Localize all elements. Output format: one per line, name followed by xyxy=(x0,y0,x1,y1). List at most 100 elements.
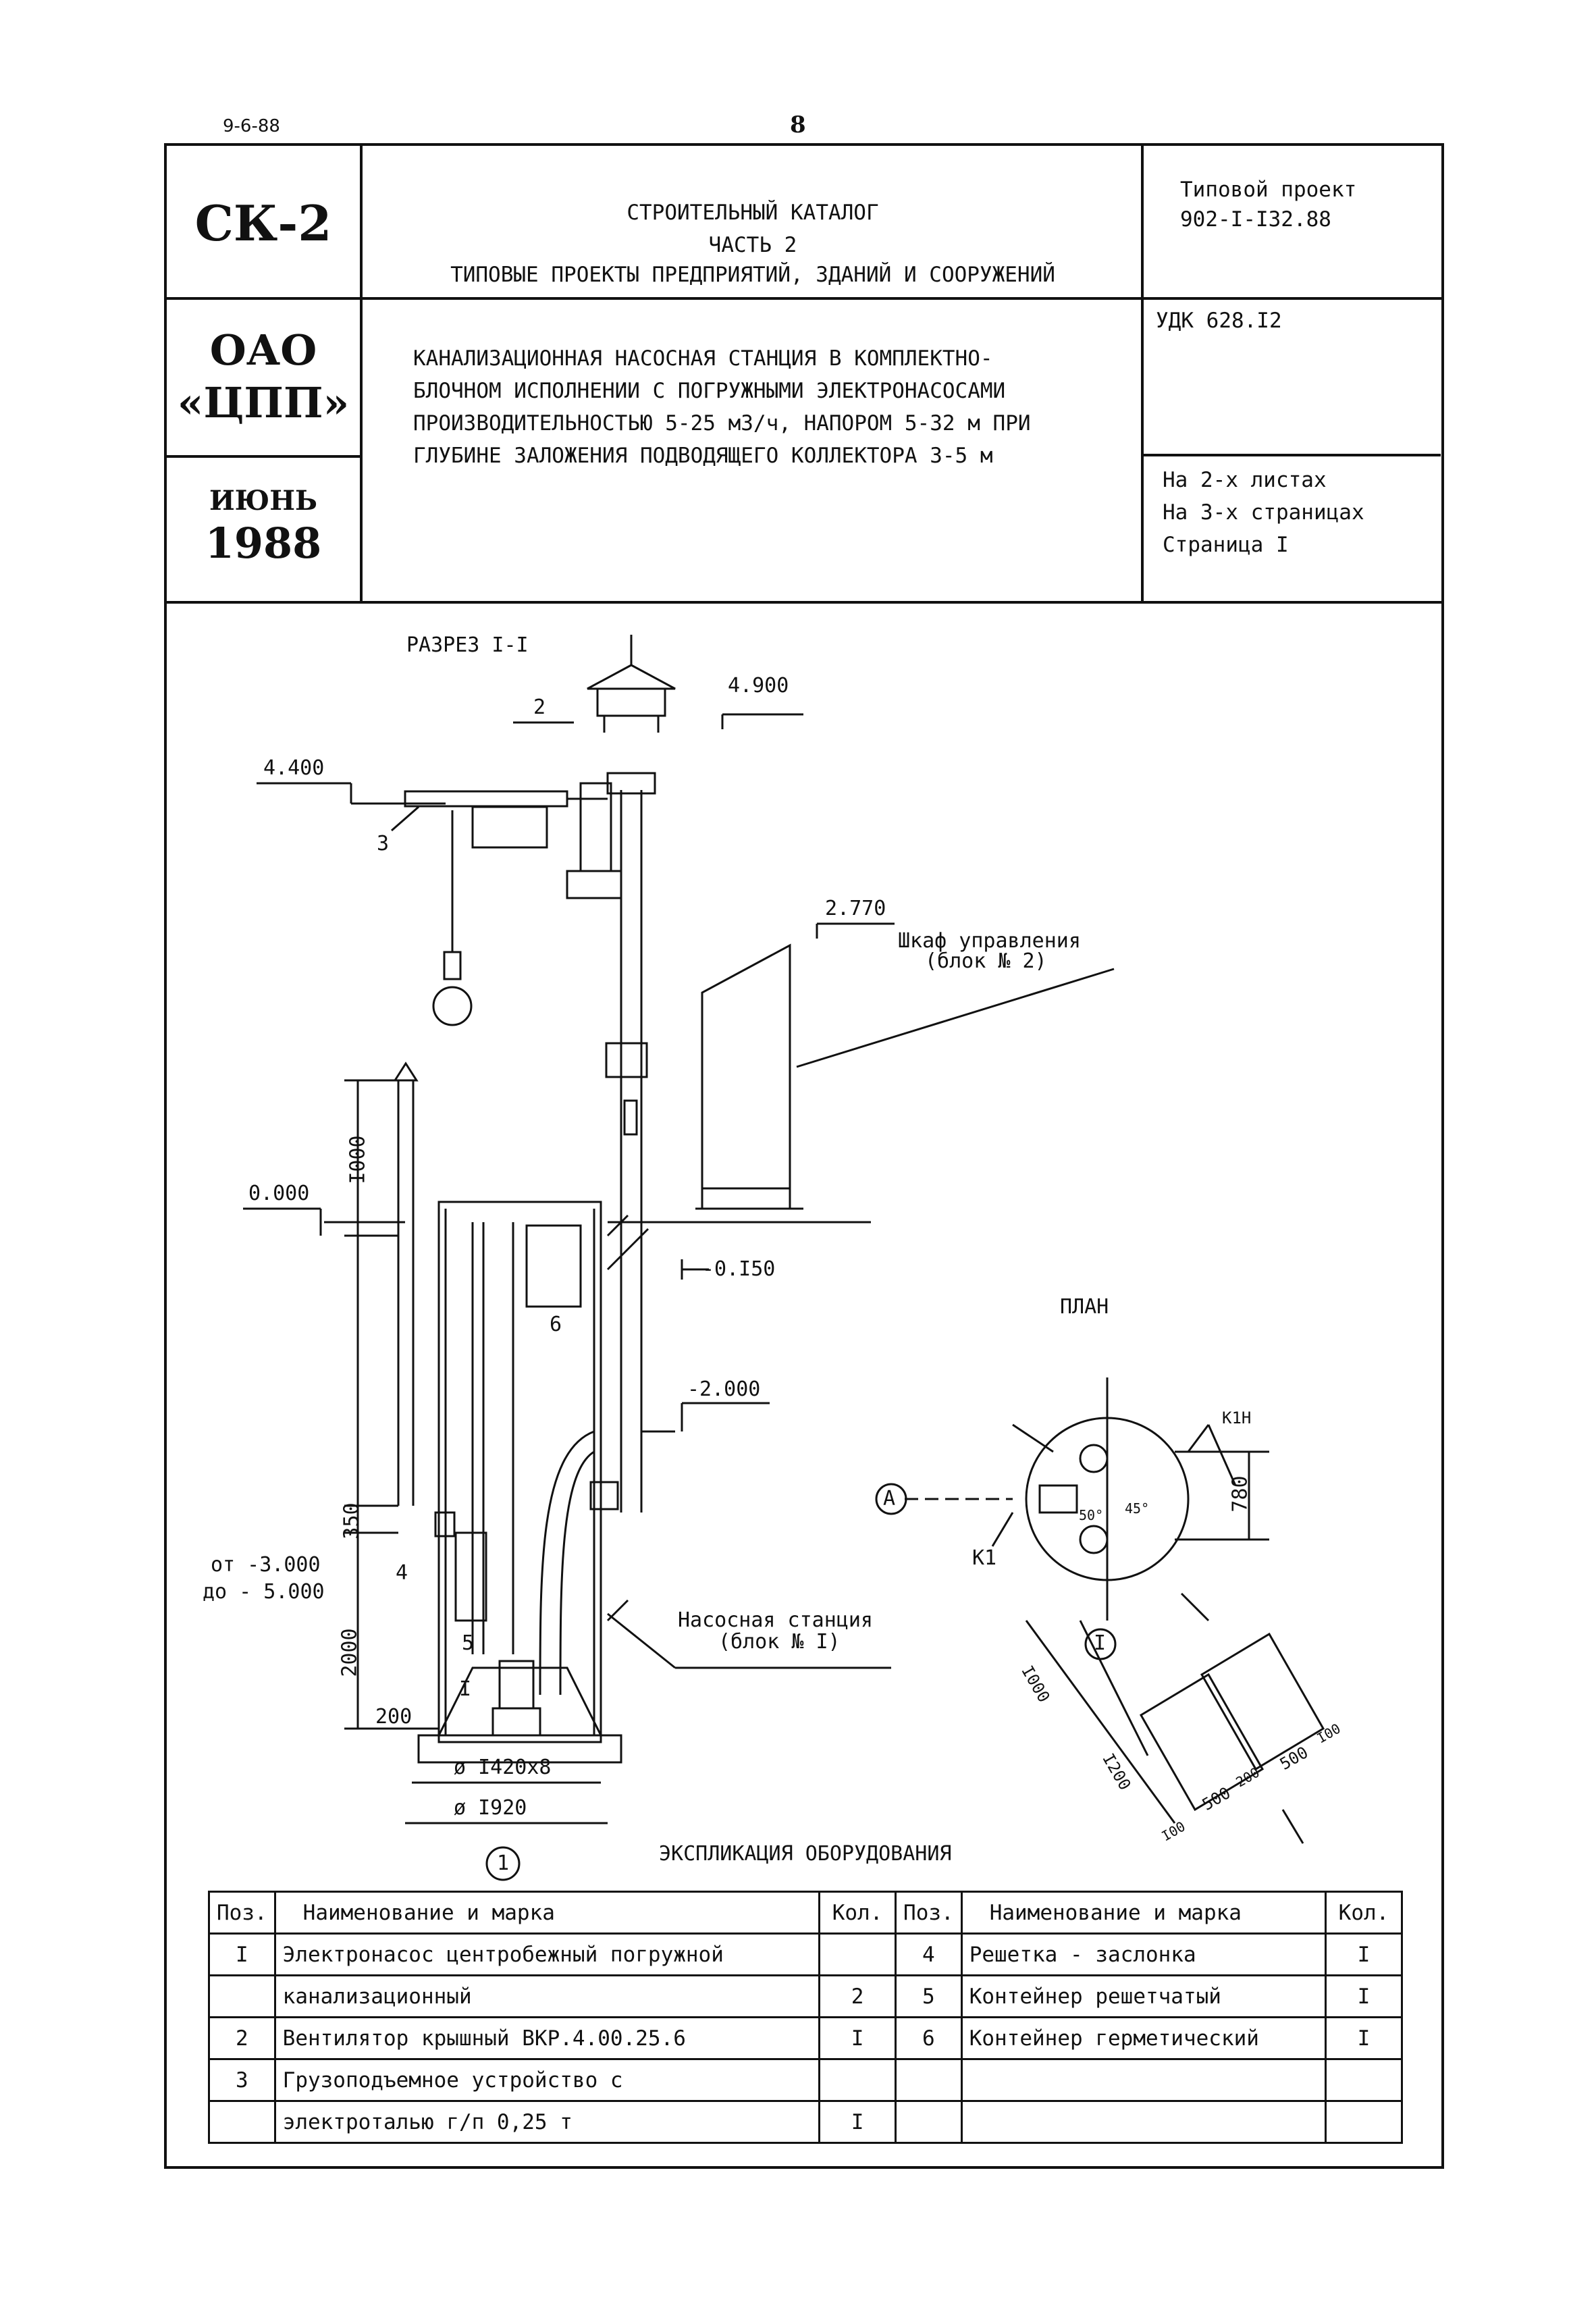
header-bottom-line xyxy=(164,601,1441,604)
header-cell: Кол. xyxy=(818,1891,897,1935)
table-title: ЭКСПЛИКАЦИЯ ОБОРУДОВАНИЯ xyxy=(659,1842,952,1866)
table-cell xyxy=(1325,2058,1403,2102)
table-cell xyxy=(960,2058,1327,2102)
table-cell: 4 xyxy=(895,1932,963,1976)
depth-from-label: от -3.000 xyxy=(211,1553,321,1577)
table-header-row: Поз. Наименование и марка Кол. Поз. Наим… xyxy=(208,1891,1403,1935)
table-cell: 5 xyxy=(895,1974,963,2018)
catalog-line-2: ЧАСТЬ 2 xyxy=(708,233,797,257)
station-callout-line-2: (блок № I) xyxy=(718,1630,841,1654)
table-cell: 2 xyxy=(818,1974,897,2018)
project-number: 902-I-I32.88 xyxy=(1180,207,1331,232)
sheets-line-2: На 3-х страницах xyxy=(1163,500,1364,525)
table-cell: канализационный xyxy=(273,1974,821,2018)
header-cell: Кол. xyxy=(1325,1891,1403,1935)
cabinet-callout-line-2: (блок № 2) xyxy=(925,949,1047,973)
equipment-table: Поз. Наименование и марка Кол. Поз. Наим… xyxy=(208,1891,1403,2144)
org-line-1: ОАО xyxy=(209,325,317,375)
date-year: 1988 xyxy=(205,519,322,568)
plan-label: K1H xyxy=(1222,1409,1252,1427)
table-cell xyxy=(208,2100,276,2144)
position-mark: 2 xyxy=(533,695,546,719)
dimension-label: 200 xyxy=(375,1705,413,1729)
dimension-label: 780 xyxy=(1228,1475,1252,1513)
plan-title: ПЛАН xyxy=(1060,1295,1109,1319)
catalog-line-1: СТРОИТЕЛЬНЫЙ КАТАЛОГ xyxy=(627,201,879,225)
position-mark: 4 xyxy=(396,1561,408,1585)
table-row: 3 Грузоподъемное устройство с xyxy=(208,2058,1403,2102)
position-mark: 3 xyxy=(377,832,390,856)
doc-code-note: 9-6-88 xyxy=(223,116,280,136)
dimension-label: 350 xyxy=(340,1502,364,1540)
table-cell xyxy=(1325,2100,1403,2144)
table-row: 2 Вентилятор крышный ВКР.4.00.25.6 I 6 К… xyxy=(208,2016,1403,2060)
table-cell: 2 xyxy=(208,2016,276,2060)
table-cell: I xyxy=(1325,1974,1403,2018)
plan-label: A xyxy=(883,1487,896,1510)
table-cell: Контейнер герметический xyxy=(960,2016,1327,2060)
elevation-label: 4.900 xyxy=(728,674,789,698)
catalog-line-3: ТИПОВЫЕ ПРОЕКТЫ ПРЕДПРИЯТИЙ, ЗДАНИЙ И СО… xyxy=(450,263,1055,287)
plan-label: I xyxy=(1094,1631,1107,1655)
position-mark: I xyxy=(459,1677,472,1701)
table-cell: Грузоподъемное устройство с xyxy=(273,2058,821,2102)
title-line-3: ПРОИЗВОДИТЕЛЬНОСТЬЮ 5-25 м3/ч, НАПОРОМ 5… xyxy=(413,411,1031,436)
header-col-line-2 xyxy=(1141,143,1144,602)
table-row: электроталью г/п 0,25 т I xyxy=(208,2100,1403,2144)
header-col-line-1 xyxy=(360,143,363,602)
page-number: 8 xyxy=(790,111,806,138)
dimension-label: ø I920 xyxy=(454,1796,527,1820)
plan-label: K1 xyxy=(972,1546,997,1570)
elevation-label: -0.I50 xyxy=(702,1257,776,1281)
table-cell: 6 xyxy=(895,2016,963,2060)
depth-to-label: до - 5.000 xyxy=(203,1580,325,1604)
elevation-label: 0.000 xyxy=(248,1182,310,1205)
project-label: Типовой проект xyxy=(1180,178,1357,202)
title-line-4: ГЛУБИНЕ ЗАЛОЖЕНИЯ ПОДВОДЯЩЕГО КОЛЛЕКТОРА… xyxy=(413,444,993,468)
header-row-line-1 xyxy=(164,297,1441,300)
elevation-label: -2.000 xyxy=(687,1377,761,1401)
table-cell xyxy=(208,1974,276,2018)
org-line-2: «ЦПП» xyxy=(177,378,350,427)
udk-code: УДК 628.I2 xyxy=(1156,309,1282,333)
table-cell: Контейнер решетчатый xyxy=(960,1974,1327,2018)
table-row: канализационный 2 5 Контейнер решетчатый… xyxy=(208,1974,1403,2018)
table-cell: Электронасос центробежный погружной xyxy=(273,1932,821,1976)
dimension-label: ø I420x8 xyxy=(454,1756,552,1779)
station-callout-line-1: Насосная станция xyxy=(678,1608,873,1632)
section-title: РАЗРЕЗ I-I xyxy=(406,633,529,657)
table-cell: I xyxy=(818,2100,897,2144)
table-cell: I xyxy=(818,2016,897,2060)
table-cell xyxy=(960,2100,1327,2144)
cabinet-callout-line-1: Шкаф управления xyxy=(898,929,1081,953)
plan-label: 50° xyxy=(1079,1507,1104,1523)
header-cell: Наименование и марка xyxy=(273,1891,821,1935)
plan-label: 45° xyxy=(1125,1500,1150,1517)
position-mark: 5 xyxy=(462,1631,475,1655)
dimension-label: I000 xyxy=(346,1135,370,1184)
table-row: I Электронасос центробежный погружной 4 … xyxy=(208,1932,1403,1976)
header-cell: Наименование и марка xyxy=(960,1891,1327,1935)
header-row-line-left xyxy=(164,455,361,458)
title-line-2: БЛОЧНОМ ИСПОЛНЕНИИ С ПОГРУЖНЫМИ ЭЛЕКТРОН… xyxy=(413,379,1006,403)
table-cell: I xyxy=(208,1932,276,1976)
header-cell: Поз. xyxy=(895,1891,963,1935)
title-line-1: КАНАЛИЗАЦИОННАЯ НАСОСНАЯ СТАНЦИЯ В КОМПЛ… xyxy=(413,346,993,371)
table-cell: Решетка - заслонка xyxy=(960,1932,1327,1976)
table-cell xyxy=(818,2058,897,2102)
table-cell: электроталью г/п 0,25 т xyxy=(273,2100,821,2144)
header-row-line-right xyxy=(1141,454,1441,456)
page-frame xyxy=(164,143,1444,2169)
table-cell xyxy=(818,1932,897,1976)
table-cell: Вентилятор крышный ВКР.4.00.25.6 xyxy=(273,2016,821,2060)
header-cell: Поз. xyxy=(208,1891,276,1935)
catalog-code: СК-2 xyxy=(194,194,332,252)
elevation-label: 4.400 xyxy=(263,756,325,780)
table-cell: 3 xyxy=(208,2058,276,2102)
table-cell: I xyxy=(1325,1932,1403,1976)
section-mark: 1 xyxy=(497,1851,510,1875)
date-month: ИЮНЬ xyxy=(209,485,318,517)
sheets-line-1: На 2-х листах xyxy=(1163,468,1327,492)
sheets-line-3: Страница I xyxy=(1163,533,1289,557)
table-cell xyxy=(895,2058,963,2102)
